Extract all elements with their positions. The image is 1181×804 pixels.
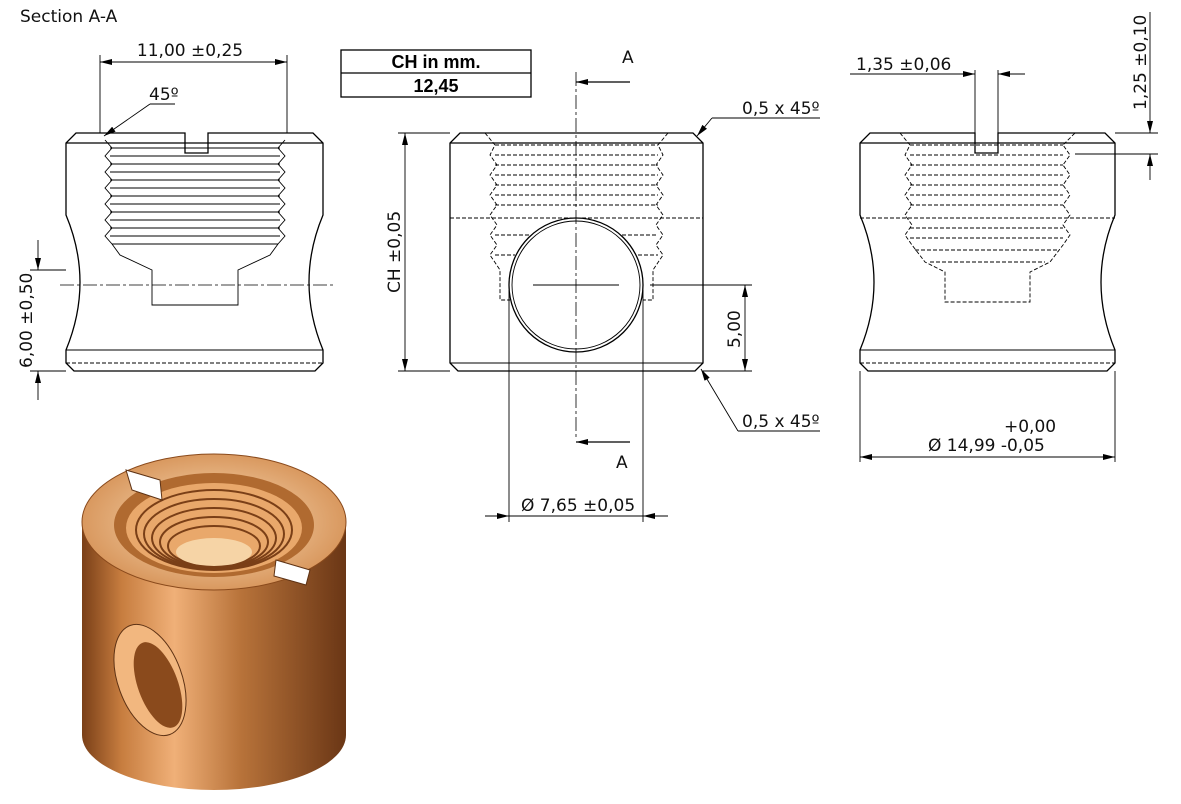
svg-text:CH ±0,05: CH ±0,05 [385, 211, 405, 293]
svg-text:1,25 ±0,10: 1,25 ±0,10 [1131, 15, 1151, 110]
section-marker-top: A [576, 48, 634, 85]
section-marker-bottom: A [576, 439, 630, 473]
svg-text:1,35 ±0,06: 1,35 ±0,06 [856, 55, 951, 75]
svg-text:A: A [616, 453, 628, 473]
dim-top-width: 11,00 ±0,25 [99, 41, 288, 133]
ch-table-header: CH in mm. [391, 52, 480, 72]
dim-slot-width: 1,35 ±0,06 [850, 55, 1025, 133]
dim-waist-height: 6,00 ±0,50 [17, 240, 66, 400]
ch-table-value: 12,45 [413, 76, 458, 96]
svg-text:Ø 14,99 -0,05: Ø 14,99 -0,05 [928, 436, 1045, 456]
dim-chamfer-bottom: 0,5 x 45º [700, 368, 820, 432]
dim-outer-diameter: +0,00 Ø 14,99 -0,05 [859, 371, 1116, 462]
dim-hole-diameter: Ø 7,65 ±0,05 [485, 290, 668, 522]
left-view-section [60, 132, 333, 372]
ch-table: CH in mm. 12,45 [340, 49, 532, 98]
copper-nut-3d-render [81, 453, 347, 790]
dim-ch: CH ±0,05 [385, 132, 450, 372]
svg-text:45º: 45º [149, 85, 179, 105]
dim-chamfer-top: 0,5 x 45º [696, 99, 820, 137]
dim-chamfer-angle: 45º [103, 85, 179, 137]
svg-text:6,00 ±0,50: 6,00 ±0,50 [17, 273, 37, 368]
svg-text:0,5 x 45º: 0,5 x 45º [742, 412, 820, 432]
svg-text:+0,00: +0,00 [1004, 417, 1056, 437]
svg-text:11,00 ±0,25: 11,00 ±0,25 [137, 41, 243, 61]
section-title: Section A-A [20, 7, 118, 27]
dim-hole-offset: 5,00 [650, 284, 752, 372]
svg-text:0,5 x 45º: 0,5 x 45º [742, 99, 820, 119]
dim-slot-depth: 1,25 ±0,10 [1075, 12, 1158, 180]
front-view [449, 72, 704, 440]
side-view [859, 132, 1116, 372]
svg-text:Ø 7,65 ±0,05: Ø 7,65 ±0,05 [521, 496, 635, 516]
svg-text:A: A [622, 48, 634, 68]
svg-text:5,00: 5,00 [725, 310, 745, 348]
